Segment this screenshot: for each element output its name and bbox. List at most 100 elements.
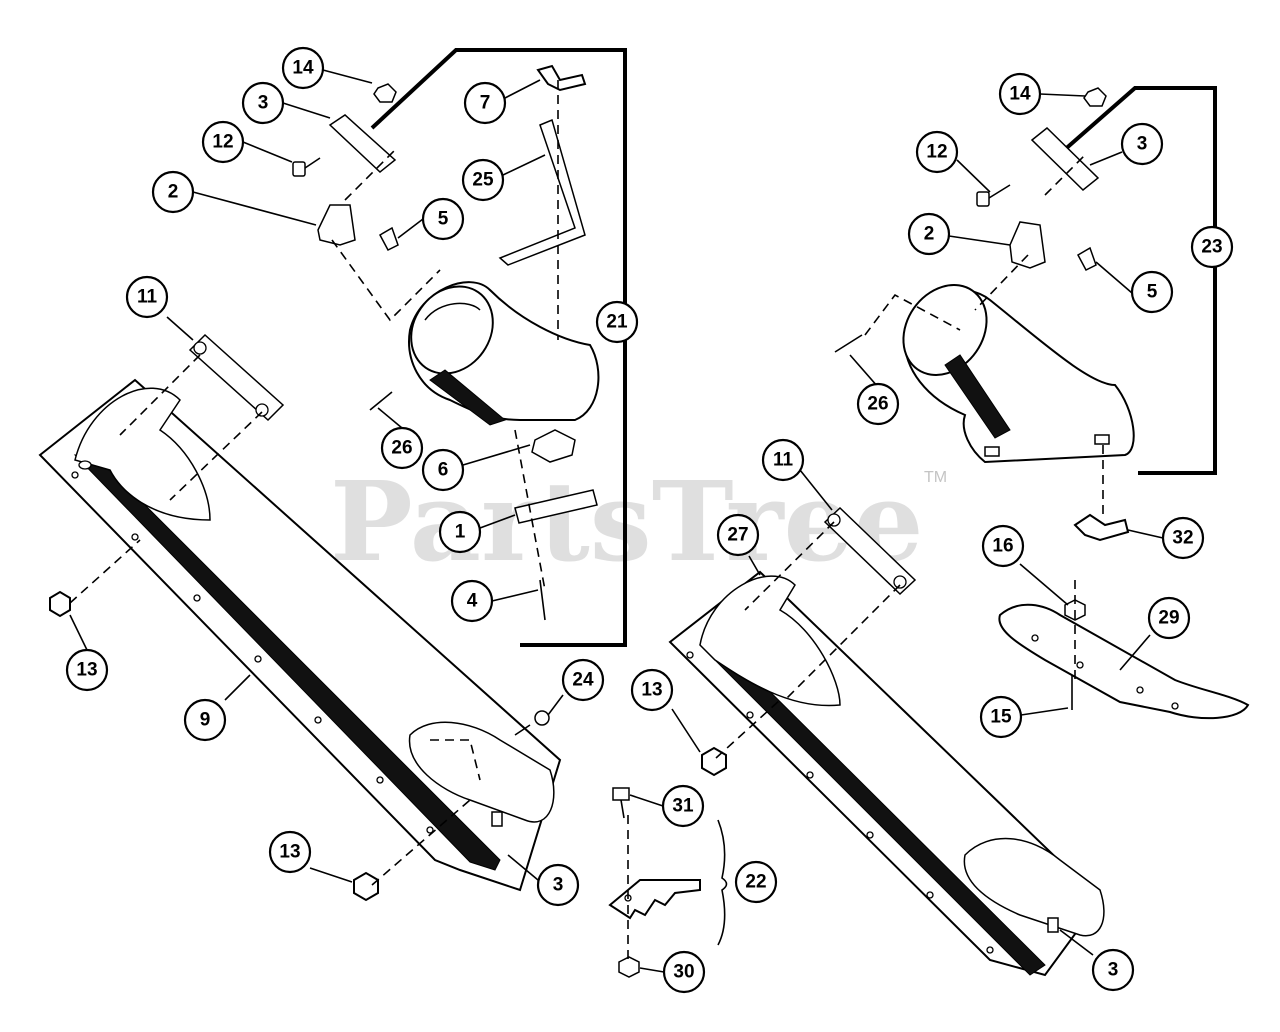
callout-32[interactable]: 32 (1161, 516, 1205, 560)
part-1-strip (514, 489, 598, 524)
callout-leaders (69, 69, 1164, 973)
svg-text:27: 27 (727, 525, 748, 546)
svg-text:22: 22 (745, 872, 766, 893)
callout-30[interactable]: 30 (662, 950, 706, 994)
svg-text:9: 9 (200, 710, 211, 731)
callout-11-left[interactable]: 11 (125, 275, 169, 319)
brace-22 (717, 819, 728, 946)
svg-text:3: 3 (1108, 960, 1119, 981)
svg-text:14: 14 (292, 58, 314, 79)
svg-text:21: 21 (606, 312, 628, 333)
assembly-lines-left (69, 80, 559, 886)
svg-text:13: 13 (76, 660, 97, 681)
part-2-left (317, 204, 356, 246)
callout-13-upper-left[interactable]: 13 (65, 648, 109, 692)
svg-text:23: 23 (1201, 237, 1222, 258)
assembly-lines-right (627, 154, 1104, 960)
callout-22[interactable]: 22 (734, 860, 778, 904)
assembly-bracket-23 (1060, 86, 1217, 475)
svg-text:13: 13 (641, 680, 662, 701)
callout-25[interactable]: 25 (461, 158, 505, 202)
svg-text:13: 13 (279, 842, 300, 863)
part-4-bolt (539, 579, 546, 621)
callout-2-left[interactable]: 2 (151, 170, 195, 214)
callout-16[interactable]: 16 (981, 524, 1025, 568)
callout-13-lower-left[interactable]: 13 (268, 830, 312, 874)
callout-5-left[interactable]: 5 (421, 197, 465, 241)
part-3-top-left (328, 114, 397, 173)
callout-5-right[interactable]: 5 (1130, 270, 1174, 314)
spout-right (902, 284, 1135, 464)
callout-14-left[interactable]: 14 (281, 46, 325, 90)
callout-26-right[interactable]: 26 (856, 382, 900, 426)
svg-text:14: 14 (1009, 84, 1031, 105)
assembly-bracket-21 (370, 48, 627, 647)
svg-text:4: 4 (467, 591, 478, 612)
callout-2-right[interactable]: 2 (907, 212, 951, 256)
svg-text:12: 12 (212, 132, 233, 153)
svg-text:26: 26 (391, 438, 412, 459)
svg-text:24: 24 (572, 670, 594, 691)
callout-29[interactable]: 29 (1147, 596, 1191, 640)
svg-text:5: 5 (438, 209, 449, 230)
callout-27[interactable]: 27 (716, 513, 760, 557)
part-29 (998, 603, 1250, 720)
svg-text:2: 2 (924, 224, 935, 245)
svg-text:11: 11 (137, 287, 158, 308)
callout-24[interactable]: 24 (561, 658, 605, 702)
callout-12-left[interactable]: 12 (201, 120, 245, 164)
svg-text:2: 2 (168, 182, 179, 203)
svg-text:1: 1 (455, 522, 466, 543)
chute-plate-right (668, 570, 1105, 977)
part-5-pin-left (378, 226, 399, 251)
part-13-nut-upper-left (49, 590, 71, 618)
part-26-rivet-left (369, 391, 393, 411)
callout-15[interactable]: 15 (979, 695, 1023, 739)
part-26-rivet-right (834, 334, 863, 353)
callout-3-lower-left[interactable]: 3 (536, 863, 580, 907)
callout-9[interactable]: 9 (183, 698, 227, 742)
svg-text:16: 16 (992, 536, 1013, 557)
part-5-pin-right (1076, 246, 1097, 271)
part-12-screw-right (976, 184, 1011, 207)
part-30-nut (618, 956, 640, 978)
callout-14-right[interactable]: 14 (998, 72, 1042, 116)
svg-text:30: 30 (673, 962, 694, 983)
part-14-nut-left (373, 83, 397, 103)
svg-text:12: 12 (926, 142, 947, 163)
callout-26-left[interactable]: 26 (380, 426, 424, 470)
callout-3-lower-right[interactable]: 3 (1091, 948, 1135, 992)
callout-1[interactable]: 1 (438, 510, 482, 554)
callout-12-right[interactable]: 12 (915, 130, 959, 174)
callout-7[interactable]: 7 (463, 81, 507, 125)
callout-13-right[interactable]: 13 (630, 668, 674, 712)
part-2-right (1009, 221, 1046, 269)
callout-4[interactable]: 4 (450, 579, 494, 623)
part-32-wingnut (1073, 513, 1130, 542)
part-6 (531, 429, 576, 463)
callout-3-top-right[interactable]: 3 (1120, 122, 1164, 166)
callout-23[interactable]: 23 (1190, 225, 1234, 269)
svg-text:3: 3 (553, 875, 564, 896)
spout-left (408, 281, 600, 426)
callout-11-right[interactable]: 11 (761, 438, 805, 482)
svg-text:3: 3 (258, 93, 269, 114)
part-11-left (188, 333, 285, 422)
svg-text:6: 6 (438, 460, 449, 481)
part-24-screw (514, 710, 550, 736)
part-22-bracket (608, 879, 701, 920)
part-11-right (823, 506, 917, 596)
part-3-top-right (1030, 126, 1100, 192)
svg-text:31: 31 (672, 796, 694, 817)
part-14-nut-right (1083, 87, 1107, 107)
chute-plate-left (38, 378, 562, 892)
callout-31[interactable]: 31 (661, 784, 705, 828)
callout-3-top-left[interactable]: 3 (241, 81, 285, 125)
callout-6[interactable]: 6 (421, 448, 465, 492)
callout-21[interactable]: 21 (595, 300, 639, 344)
svg-text:3: 3 (1137, 134, 1148, 155)
part-7-wingnut (536, 64, 587, 92)
svg-text:15: 15 (990, 707, 1012, 728)
svg-text:26: 26 (867, 394, 888, 415)
svg-text:25: 25 (472, 170, 494, 191)
